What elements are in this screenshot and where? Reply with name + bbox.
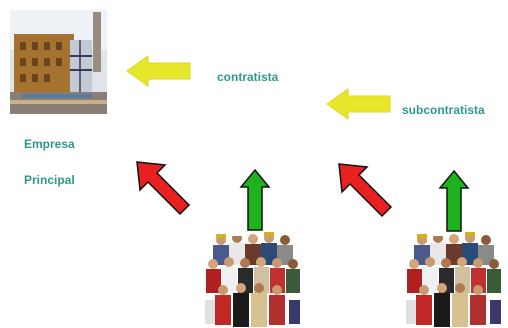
subcontratista-label: subcontratista: [402, 103, 485, 117]
principal-label: Principal: [24, 173, 75, 187]
arrow-up-left-icon-1: [136, 161, 191, 216]
contratista-label: contratista: [217, 70, 279, 84]
workers-crowd-image-1: [205, 232, 300, 327]
arrow-left-icon-contratista: [126, 55, 191, 87]
arrow-left-icon-subcontratista: [326, 88, 391, 120]
workers-crowd-image-2: [406, 232, 501, 327]
empresa-label: Empresa: [24, 137, 75, 151]
arrow-up-left-icon-2: [338, 163, 393, 218]
arrow-up-icon-1: [239, 168, 271, 231]
factory-image: [10, 10, 107, 114]
arrow-up-icon-2: [438, 169, 470, 232]
